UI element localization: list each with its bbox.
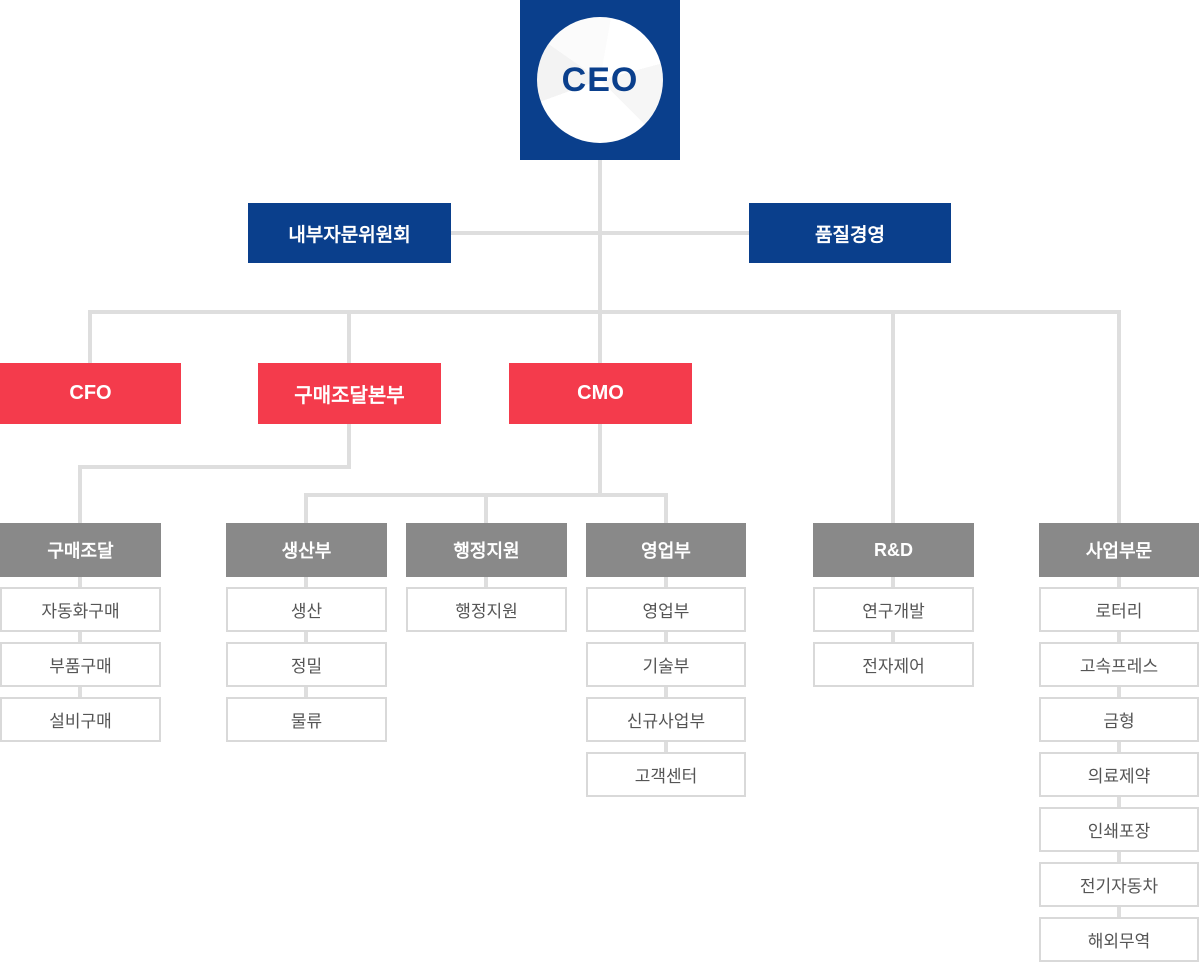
child-business-divisions-6: 해외무역 — [1039, 917, 1199, 962]
connector-cfo-drop — [88, 310, 92, 363]
child-production-1: 정밀 — [226, 642, 387, 687]
connector-procurement-header-drop — [78, 465, 82, 523]
dept-header-admin-support: 행정지원 — [406, 523, 567, 577]
child-rnd-1: 전자제어 — [813, 642, 974, 687]
child-sales-2: 신규사업부 — [586, 697, 746, 742]
child-admin-support-0: 행정지원 — [406, 587, 567, 632]
child-procurement-0: 자동화구매 — [0, 587, 161, 632]
child-rnd-0: 연구개발 — [813, 587, 974, 632]
child-sales-0: 영업부 — [586, 587, 746, 632]
connector-procurement-hq-drop — [347, 310, 351, 363]
node-ceo: CEO — [520, 0, 680, 160]
ceo-circle: CEO — [537, 17, 663, 143]
connector-procurement-sub-horizontal — [78, 465, 351, 469]
internal-advisory-committee-label: 내부자문위원회 — [288, 224, 411, 246]
connector-rnd-drop — [891, 310, 895, 523]
node-internal-advisory-committee: 내부자문위원회 — [248, 203, 451, 263]
child-business-divisions-5: 전기자동차 — [1039, 862, 1199, 907]
quality-management-label: 품질경영 — [815, 224, 885, 246]
child-business-divisions-0: 로터리 — [1039, 587, 1199, 632]
dept-header-rnd: R&D — [813, 523, 974, 577]
dept-production-label: 생산부 — [281, 541, 332, 561]
child-procurement-2: 설비구매 — [0, 697, 161, 742]
ceo-label: CEO — [561, 60, 639, 99]
dept-header-procurement: 구매조달 — [0, 523, 161, 577]
child-business-divisions-4: 인쇄포장 — [1039, 807, 1199, 852]
connector-cmo-drop — [598, 310, 602, 363]
dept-rnd-label: R&D — [874, 539, 913, 560]
connector-procurement-sub-vertical — [347, 424, 351, 469]
connector-trunk-horizontal — [88, 310, 1121, 314]
node-cmo: CMO — [509, 363, 692, 424]
node-quality-management: 품질경영 — [749, 203, 951, 263]
procurement-headquarters-label: 구매조달본부 — [294, 385, 405, 407]
dept-business-divisions-label: 사업부문 — [1085, 541, 1153, 561]
dept-sales-label: 영업부 — [641, 541, 691, 561]
node-procurement-headquarters: 구매조달본부 — [258, 363, 441, 424]
dept-procurement-label: 구매조달 — [47, 541, 114, 561]
dept-header-sales: 영업부 — [586, 523, 746, 577]
child-sales-3: 고객센터 — [586, 752, 746, 797]
connector-cmo-sub-vertical — [598, 424, 602, 497]
connector-ceo-vertical — [598, 160, 602, 314]
connector-production-header-drop — [304, 493, 308, 523]
connector-admin-support-header-drop — [484, 493, 488, 523]
connector-staff-horizontal — [451, 231, 749, 235]
cfo-label: CFO — [69, 382, 112, 404]
child-business-divisions-3: 의료제약 — [1039, 752, 1199, 797]
child-business-divisions-1: 고속프레스 — [1039, 642, 1199, 687]
connector-sales-header-drop — [664, 493, 668, 523]
child-sales-1: 기술부 — [586, 642, 746, 687]
dept-header-production: 생산부 — [226, 523, 387, 577]
child-procurement-1: 부품구매 — [0, 642, 161, 687]
connector-business-divisions-drop — [1117, 310, 1121, 523]
dept-admin-support-label: 행정지원 — [453, 541, 520, 561]
child-production-0: 생산 — [226, 587, 387, 632]
cmo-label: CMO — [577, 382, 624, 404]
child-business-divisions-2: 금형 — [1039, 697, 1199, 742]
node-cfo: CFO — [0, 363, 181, 424]
child-production-2: 물류 — [226, 697, 387, 742]
dept-header-business-divisions: 사업부문 — [1039, 523, 1199, 577]
